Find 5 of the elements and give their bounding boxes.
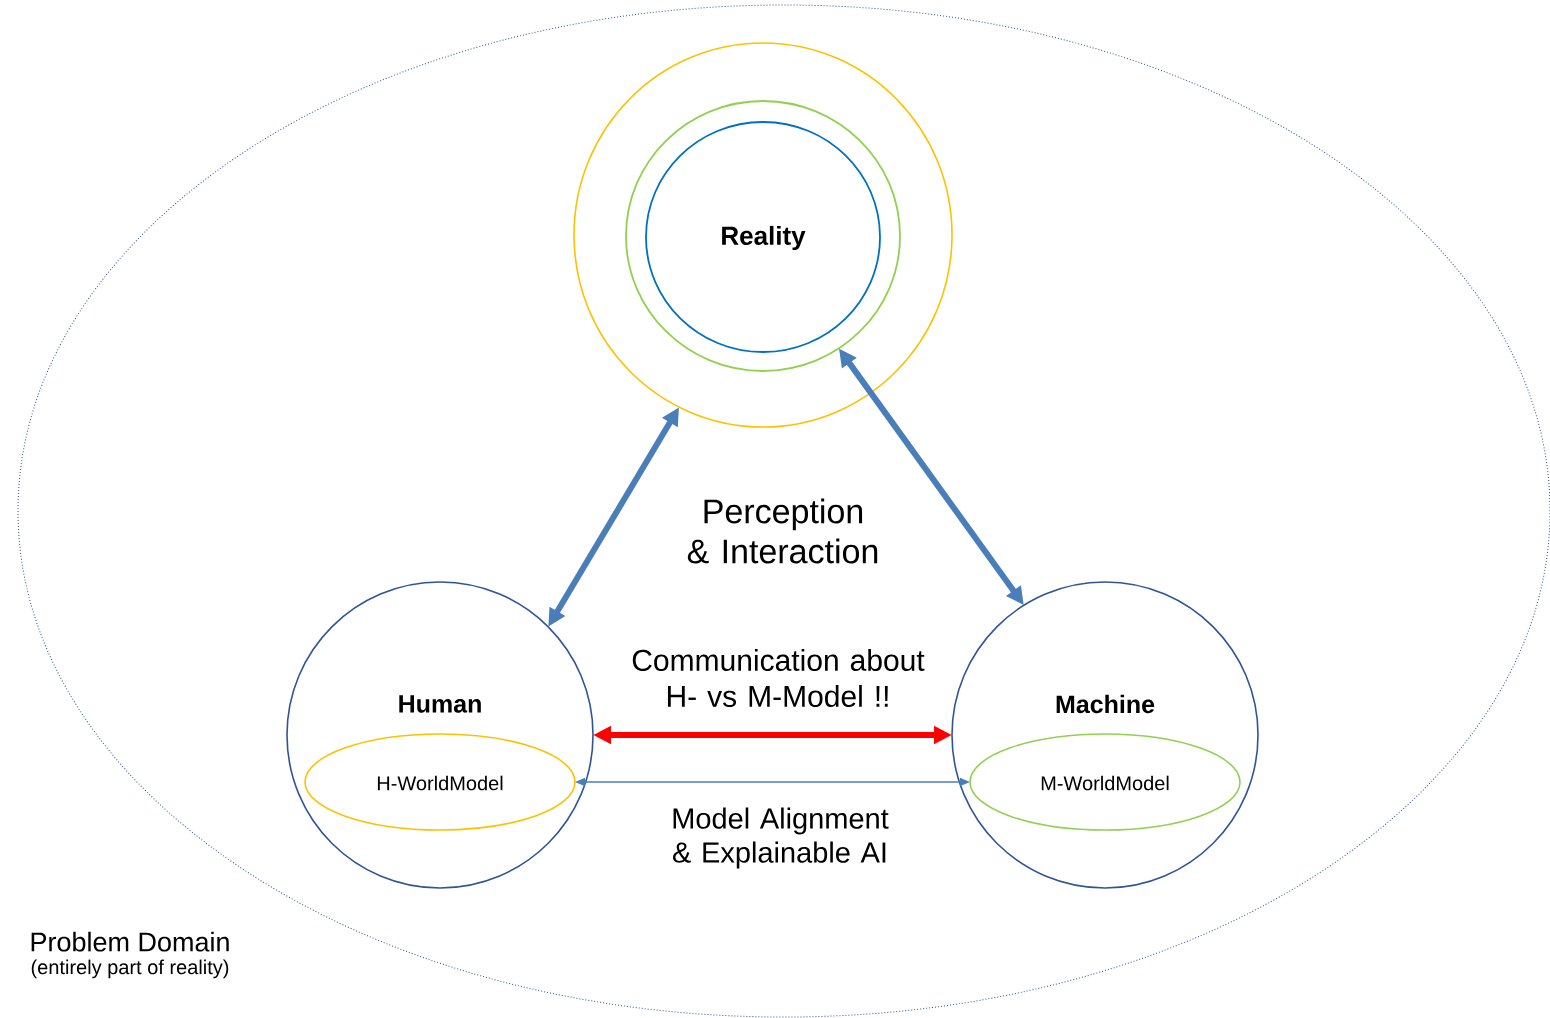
outer-circle	[573, 42, 953, 428]
text-label: Perception & Interaction	[687, 498, 878, 564]
edge-label: Communication about H- vs M-Model !!	[632, 649, 925, 708]
middle-circle	[625, 100, 901, 372]
edge-label: Model Alignment & Explainable AI	[673, 807, 889, 869]
